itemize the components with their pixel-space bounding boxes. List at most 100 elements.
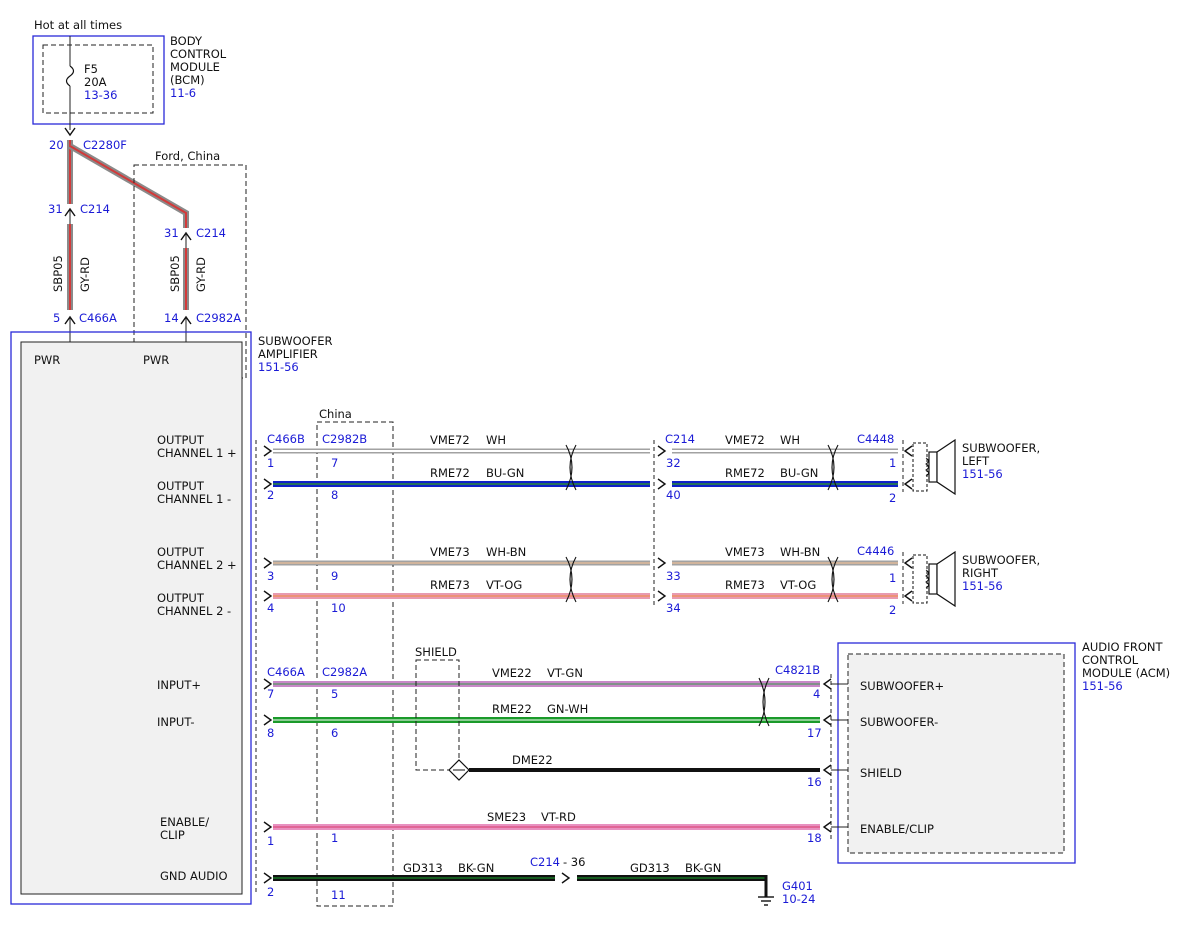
ch1n-right-pin: 2: [889, 491, 896, 505]
c214-right-label: C214: [196, 226, 226, 240]
bcm-outer-box: [32, 35, 165, 125]
c2982a-top-pin: 14: [164, 311, 179, 325]
g401-label: G401: [782, 879, 813, 893]
amp-pin-ch1p-l1: OUTPUT: [157, 433, 205, 447]
inn-left-arrow: [263, 714, 273, 726]
ford-china-label: Ford, China: [155, 149, 220, 163]
amp-title-2: AMPLIFIER: [258, 347, 318, 361]
ch1n-right-color: BU-GN: [780, 466, 818, 480]
amp-pin-enable-l1: ENABLE/: [160, 815, 209, 829]
ch2n-alt-pin: 10: [331, 601, 346, 615]
inp-right-pin: 4: [813, 687, 820, 701]
ch1n-right-circuit: RME72: [725, 466, 765, 480]
ch2p-mid-arrow: [657, 557, 667, 569]
ch2p-right-arrow: [903, 557, 913, 569]
power-wire-right-color: GY-RD: [194, 257, 208, 292]
acm-pin-enable-clip: ENABLE/CLIP: [860, 822, 934, 836]
c214-right-pin: 31: [164, 226, 179, 240]
c466a-top-label: C466A: [79, 311, 117, 325]
c4446-label: C4446: [857, 544, 894, 558]
shield-label: SHIELD: [415, 645, 457, 659]
ch2n-right-pin: 2: [889, 603, 896, 617]
c214-gnd-pin: - 36: [563, 855, 585, 869]
inp-left-arrow: [263, 678, 273, 690]
fuse-name: F5: [84, 62, 98, 76]
amp-pwr-right: PWR: [143, 353, 169, 367]
ch1n-right-arrow: [903, 478, 913, 490]
c214-mid-label: C214: [665, 432, 695, 446]
inn-right-pin: 17: [807, 726, 822, 740]
enable-color: VT-RD: [541, 810, 576, 824]
ch1n-left-arrow: [263, 478, 273, 490]
gnd-right-circuit: GD313: [630, 861, 670, 875]
inn-left-pin: 8: [267, 726, 274, 740]
amp-outer-box: [10, 331, 252, 905]
c466b-label: C466B: [267, 432, 305, 446]
amp-pin-ch1n-l1: OUTPUT: [157, 479, 205, 493]
amp-pin-ch1p-l2: CHANNEL 1 +: [157, 446, 237, 460]
amp-pin-ch2n-l2: CHANNEL 2 -: [157, 604, 231, 618]
c2280f-label: C2280F: [83, 138, 127, 152]
acm-ref: 151-56: [1082, 679, 1123, 693]
ch2-twist-marker: [565, 556, 573, 603]
speaker-icon: [936, 438, 956, 496]
ch1-twist-marker: [565, 444, 573, 491]
ch2n-left-pin: 4: [267, 601, 274, 615]
ch1n-mid-arrow: [657, 478, 667, 490]
ch1p-left-arrow: [263, 445, 273, 457]
china-variant-box: [316, 421, 394, 907]
enable-circuit: SME23: [487, 810, 526, 824]
bcm-ref: 11-6: [170, 86, 196, 100]
amp-pin-ch1n-l2: CHANNEL 1 -: [157, 492, 231, 506]
ch2p-left-pin: 3: [267, 569, 274, 583]
c2982a-top-label: C2982A: [196, 311, 241, 325]
acm-title-1: AUDIO FRONT: [1082, 640, 1163, 654]
amp-pin-enable-l2: CLIP: [160, 828, 185, 842]
sub-left-ref: 151-56: [962, 467, 1003, 481]
ch2-right-twist-marker: [827, 556, 835, 603]
ch2n-mid-pin: 34: [666, 601, 681, 615]
subwoofer-right-speaker: SUBWOOFER, RIGHT 151-56: [912, 550, 1040, 608]
inp-circuit: VME22: [492, 666, 532, 680]
enable-left-arrow: [263, 821, 273, 833]
ch2p-color: WH-BN: [486, 545, 526, 559]
gnd-left-arrow: [263, 872, 273, 884]
inp-color: VT-GN: [547, 666, 583, 680]
c2982b-label: C2982B: [322, 432, 367, 446]
inp-alt-pin: 5: [331, 687, 338, 701]
sub-left-title-1: SUBWOOFER,: [962, 441, 1040, 455]
c214-left-pin: 31: [48, 202, 63, 216]
amp-ref: 151-56: [258, 360, 299, 374]
gnd-color: BK-GN: [458, 861, 494, 875]
amp-title-1: SUBWOOFER: [258, 334, 333, 348]
fuse-ref: 13-36: [84, 88, 117, 102]
ch1n-mid-pin: 40: [666, 488, 681, 502]
ch2p-left-arrow: [263, 557, 273, 569]
c214-left-label: C214: [80, 202, 110, 216]
power-wire-right-circuit: SBP05: [168, 255, 182, 292]
amp-pwr-left: PWR: [34, 353, 60, 367]
c2982a-label: C2982A: [322, 665, 367, 679]
subwoofer-amplifier: PWR PWR SUBWOOFER AMPLIFIER 151-56 OUTPU…: [10, 331, 333, 905]
ch2n-right-color: VT-OG: [780, 578, 816, 592]
c466a-label: C466A: [267, 665, 305, 679]
ch1p-right-arrow: [903, 445, 913, 457]
ch1n-circuit: RME72: [430, 466, 470, 480]
wire-gnd-audio: [273, 875, 768, 897]
inn-circuit: RME22: [492, 702, 532, 716]
ch2p-mid-pin: 33: [666, 569, 681, 583]
ch1p-alt-pin: 7: [331, 456, 338, 470]
ch2n-mid-arrow: [657, 590, 667, 602]
enable-alt-pin: 1: [331, 831, 338, 845]
c214-gnd-label: C214: [530, 855, 560, 869]
amp-pin-input-plus: INPUT+: [157, 678, 201, 692]
inn-color: GN-WH: [547, 702, 588, 716]
c466a-top-pin: 5: [53, 311, 60, 325]
ch1n-alt-pin: 8: [331, 488, 338, 502]
subwoofer-left-speaker: SUBWOOFER, LEFT 151-56: [912, 438, 1040, 496]
g401-ref: 10-24: [782, 892, 815, 906]
c2280f-connector-arrow: [64, 127, 76, 137]
shield-box: [415, 659, 460, 771]
gnd-mid-arrow: [561, 872, 571, 884]
